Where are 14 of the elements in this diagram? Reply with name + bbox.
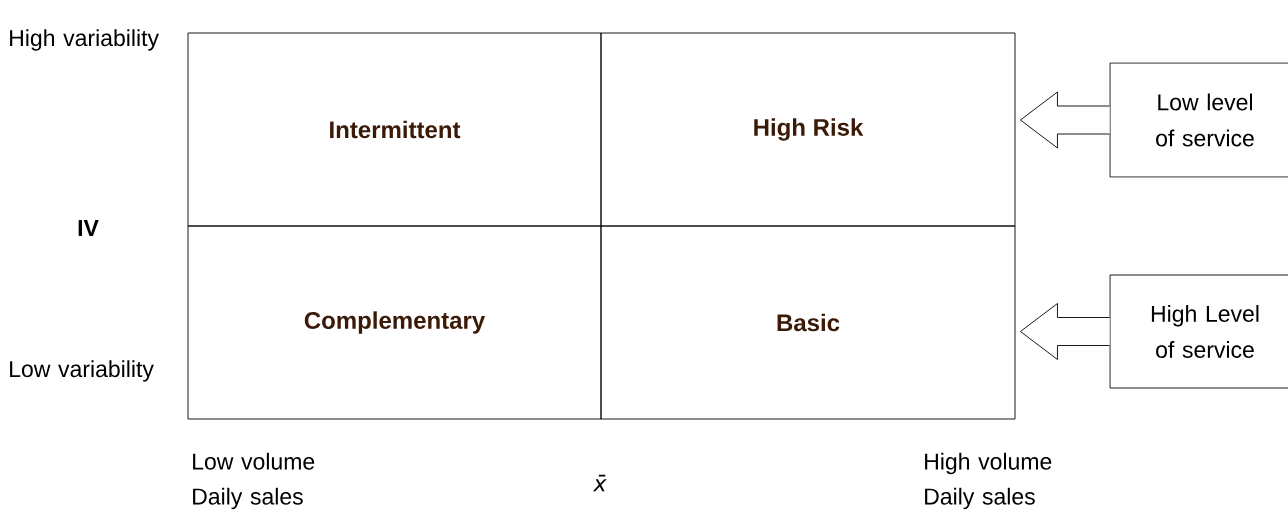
- axis-label: Low variability: [10, 360, 154, 382]
- axis-label: IV: [78, 220, 99, 236]
- axis-label: x̄: [592, 474, 607, 492]
- axis-label: High variability: [10, 29, 159, 51]
- axis-label: High volume Daily sales: [925, 452, 1052, 510]
- callout-box: High Level of service: [1109, 274, 1288, 389]
- block-arrow: [1020, 91, 1110, 149]
- quadrant-cell: Intermittent: [187, 32, 602, 227]
- block-arrow: [1020, 303, 1110, 360]
- quadrant-cell: Basic: [600, 225, 1016, 420]
- quadrant-cell: High Risk: [600, 32, 1016, 227]
- callout-box: Low level of service: [1109, 62, 1288, 178]
- quadrant-cell: Complementary: [187, 225, 602, 420]
- axis-label: Low volume Daily sales: [193, 452, 315, 510]
